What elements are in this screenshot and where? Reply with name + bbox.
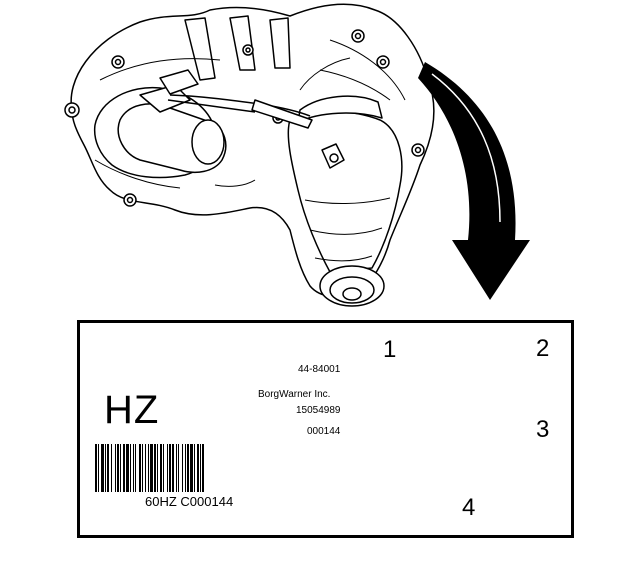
identification-tag — [77, 320, 574, 538]
barcode-bar — [167, 444, 168, 492]
tag-line-manufacturer: BorgWarner Inc. — [258, 389, 331, 400]
barcode-bar — [126, 444, 129, 492]
barcode-bar — [148, 444, 149, 492]
tag-line-part-number: 44-84001 — [298, 364, 341, 375]
callout-4: 4 — [462, 494, 476, 521]
model-code: HZ — [104, 388, 160, 432]
barcode-bar — [200, 444, 201, 492]
barcode-bar — [187, 444, 189, 492]
barcode-bar — [105, 444, 106, 492]
barcode-bar — [185, 444, 186, 492]
barcode-bar — [130, 444, 131, 492]
barcode-bar — [178, 444, 179, 492]
barcode-bar — [107, 444, 109, 492]
barcode-bar — [98, 444, 99, 492]
callout-3: 3 — [536, 416, 550, 443]
barcode-bar — [154, 444, 156, 492]
barcode-bar — [150, 444, 153, 492]
tag-line-assembly-number: 15054989 — [296, 405, 341, 416]
barcode-bar — [176, 444, 177, 492]
barcode-bar — [197, 444, 199, 492]
barcode-bar — [111, 444, 112, 492]
callout-1: 1 — [383, 336, 397, 363]
barcode-bar — [95, 444, 97, 492]
barcode-bar — [123, 444, 125, 492]
barcode-bar — [160, 444, 162, 492]
barcode-bar — [190, 444, 193, 492]
barcode-bar — [163, 444, 164, 492]
barcode-text: 60HZ C000144 — [145, 494, 234, 509]
barcode-bar — [101, 444, 104, 492]
barcode-bar — [194, 444, 195, 492]
barcode-bar — [117, 444, 119, 492]
barcode-bar — [139, 444, 141, 492]
tag-line-serial-number: 000144 — [307, 426, 341, 437]
callout-2: 2 — [536, 335, 550, 362]
barcode-bar — [133, 444, 134, 492]
barcode-bar — [182, 444, 183, 492]
barcode-bar — [202, 444, 204, 492]
barcode-bar — [135, 444, 136, 492]
barcode-bar — [142, 444, 143, 492]
barcode-bar — [120, 444, 121, 492]
barcode-bar — [157, 444, 158, 492]
barcode-bar — [172, 444, 174, 492]
barcode-bar — [145, 444, 146, 492]
barcode-bar — [169, 444, 171, 492]
barcode — [95, 444, 204, 492]
curved-arrow-icon — [418, 62, 530, 300]
barcode-bar — [115, 444, 116, 492]
